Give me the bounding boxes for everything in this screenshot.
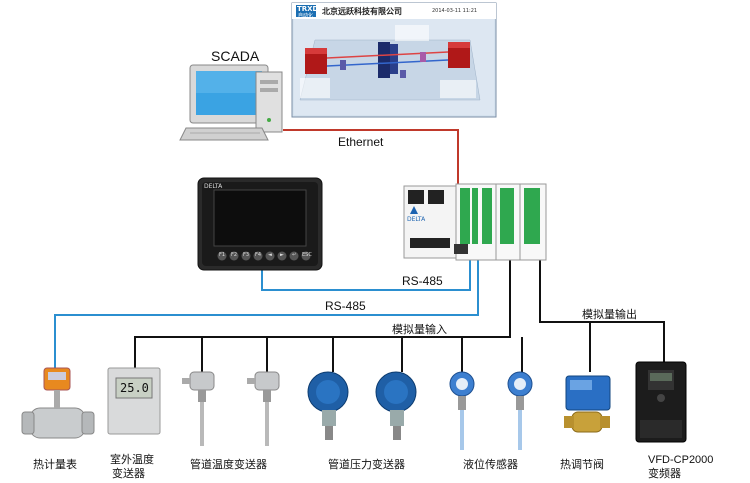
hmi-key-right: ►: [280, 252, 284, 258]
hmi-keys: [217, 251, 311, 261]
heat-meter-device: [21, 367, 95, 439]
scada-screen: [291, 2, 497, 118]
hmi-key-f4: F4: [255, 252, 262, 258]
caption-valve: 热调节阀: [560, 458, 604, 471]
scada-logo: TRXD: [297, 5, 319, 13]
caption-pipe-temp: 管道温度变送器: [190, 458, 267, 471]
pipe-pressure-transmitter-2: [375, 371, 417, 440]
pipe-pressure-transmitter-1: [307, 371, 349, 440]
scada-label: SCADA: [211, 48, 260, 64]
caption-vfd-2: 变频器: [648, 467, 681, 480]
pipe-temp-transmitter-1: [182, 371, 215, 446]
outdoor-temp-transmitter-device: [107, 367, 161, 435]
caption-pipe-pressure: 管道压力变送器: [328, 458, 405, 471]
pipe-temp-transmitter-2: [247, 371, 280, 446]
rs485-field-label: RS-485: [325, 299, 366, 313]
plc-brand: DELTA: [407, 216, 426, 223]
caption-outdoor-temp-2: 变送器: [112, 467, 145, 480]
thermostat-display: 25.0: [120, 381, 149, 395]
hmi-brand: DELTA: [204, 183, 223, 190]
level-sensor-1: [449, 371, 475, 450]
caption-heat-meter: 热计量表: [33, 458, 77, 471]
hmi-key-esc: ESC: [302, 252, 312, 258]
connections: [54, 129, 665, 372]
plc-controller: [403, 183, 547, 261]
regulating-valve-device: [564, 375, 611, 433]
hmi-key-f3: F3: [243, 252, 250, 258]
analog-input-label: 模拟量输入: [392, 323, 447, 336]
analog-output-bus: [539, 255, 665, 362]
hmi-panel: [197, 177, 323, 271]
analog-input-bus: [134, 255, 511, 368]
caption-outdoor-temp-1: 室外温度: [110, 453, 154, 466]
analog-output-label: 模拟量输出: [582, 308, 637, 321]
rs485-hmi-line: [261, 255, 471, 291]
caption-level-sensor: 液位传感器: [463, 458, 518, 471]
scada-computer: [179, 64, 283, 141]
vfd-device: [635, 361, 687, 443]
hmi-key-f2: F2: [231, 252, 238, 258]
caption-vfd-1: VFD-CP2000: [648, 454, 714, 466]
scada-logo-sub: 自动化: [298, 13, 314, 19]
scada-datetime: 2014-03-11 11:21: [432, 8, 478, 14]
hmi-key-left: ◄: [268, 252, 272, 258]
ethernet-line: [283, 129, 459, 185]
hmi-key-f1: F1: [219, 252, 226, 258]
level-sensor-2: [507, 371, 533, 450]
hmi-key-enter: ↵: [292, 252, 297, 258]
scada-company-title: 北京远跃科技有限公司: [322, 7, 402, 16]
rs485-hmi-label: RS-485: [402, 274, 443, 288]
ethernet-label: Ethernet: [338, 135, 384, 149]
rs485-field-line: [54, 255, 479, 370]
